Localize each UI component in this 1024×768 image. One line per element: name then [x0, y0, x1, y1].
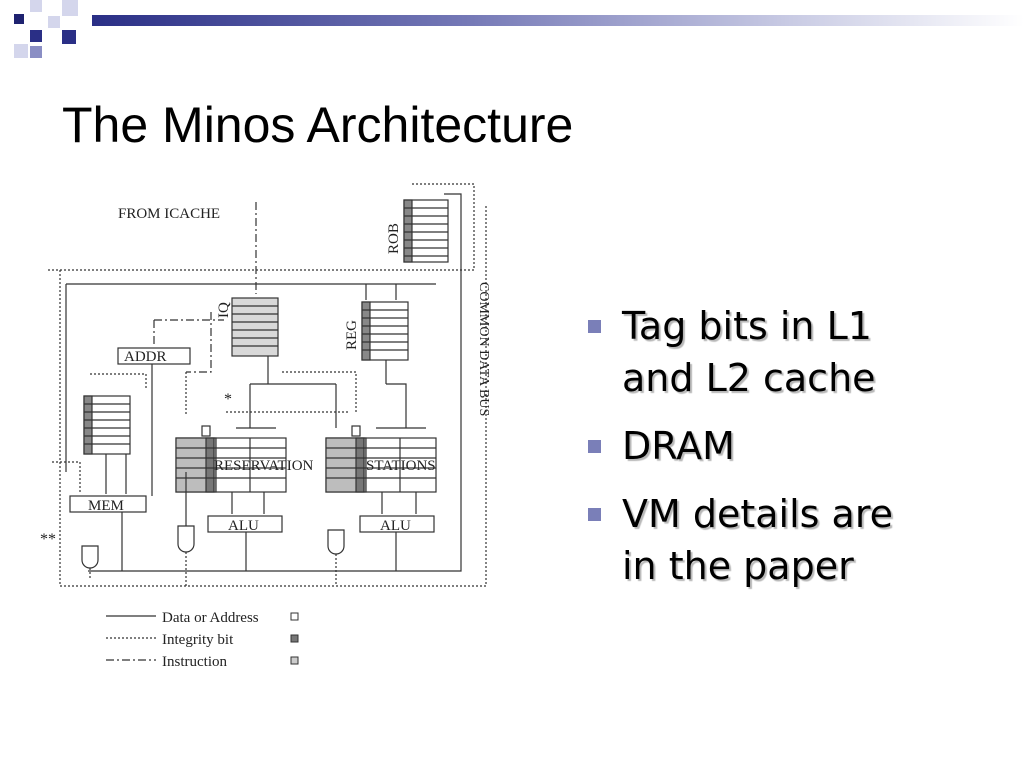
from-icache-label: FROM ICACHE — [118, 206, 220, 222]
stations-label: STATIONS — [366, 458, 436, 474]
double-star-mark: ** — [40, 531, 56, 548]
mem-label: MEM — [88, 498, 124, 514]
legend-integrity-bit: Integrity bit — [162, 632, 234, 648]
rob-label: ROB — [386, 223, 402, 254]
minos-architecture-diagram: FROM ICACHE ROB IQ REG COMMON DATA BUS A… — [40, 183, 491, 670]
corner-decoration — [14, 0, 78, 58]
header-accent-bar — [92, 15, 1024, 26]
bullet-item: VM details are in the paper — [588, 488, 1008, 592]
square-bullet-icon — [588, 508, 601, 521]
addr-label: ADDR — [124, 349, 167, 365]
square-bullet-icon — [588, 320, 601, 333]
bullet-item: DRAM — [588, 420, 1008, 472]
bullet-item: Tag bits in L1 and L2 cache — [588, 300, 1008, 404]
bullet-list: Tag bits in L1 and L2 cache DRAM VM deta… — [588, 300, 1008, 608]
legend-data-or-address: Data or Address — [162, 610, 259, 626]
common-data-bus-label: COMMON DATA BUS — [476, 282, 491, 416]
legend-instruction: Instruction — [162, 654, 227, 670]
star-mark: * — [224, 391, 232, 408]
alu-right-label: ALU — [380, 518, 411, 534]
iq-label: IQ — [216, 302, 232, 318]
slide-title: The Minos Architecture — [62, 97, 574, 153]
alu-left-label: ALU — [228, 518, 259, 534]
reservation-label: RESERVATION — [214, 458, 314, 474]
reg-label: REG — [344, 320, 360, 350]
square-bullet-icon — [588, 440, 601, 453]
